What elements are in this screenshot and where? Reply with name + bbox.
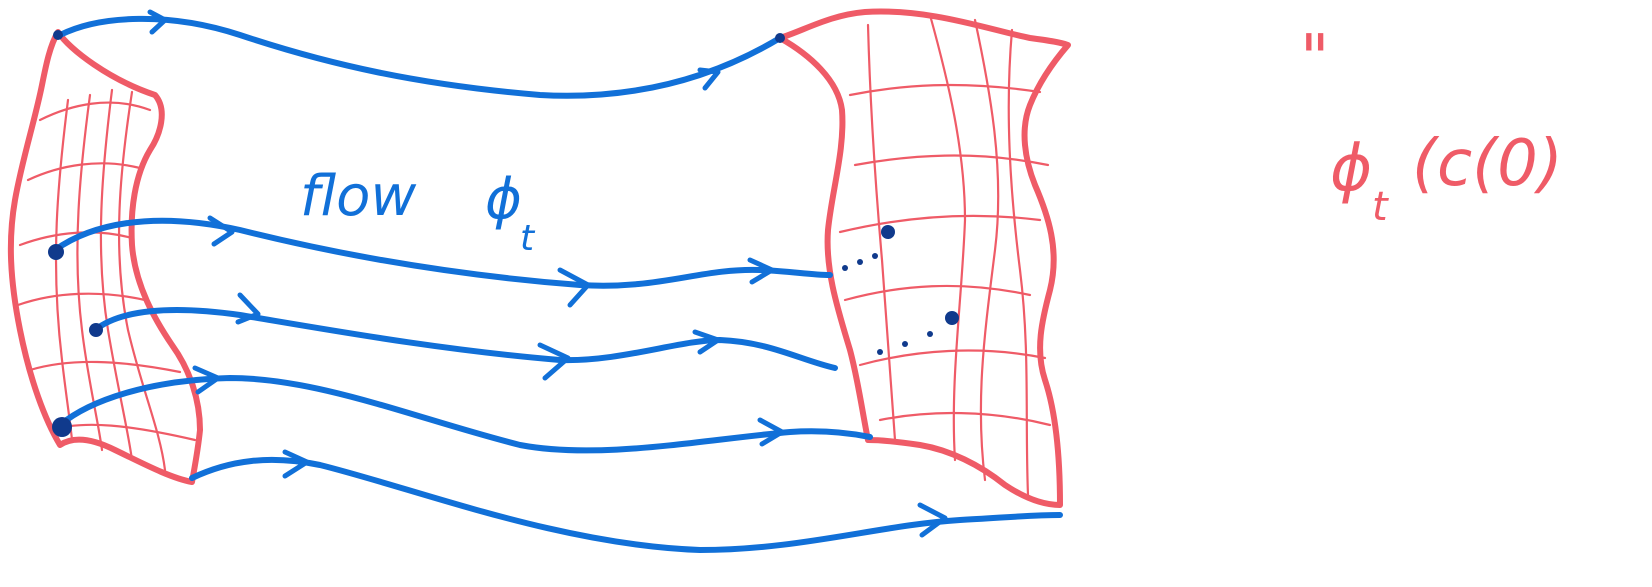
source-point [89, 323, 103, 337]
source-grid-line [101, 90, 132, 460]
image-label: " ϕ t (c(0) [1300, 22, 1563, 230]
image-point [775, 33, 785, 43]
image-grid-line [880, 413, 1050, 425]
ellipsis-dot [842, 265, 848, 271]
image-grid-line [855, 156, 1048, 165]
flow-line [55, 221, 830, 286]
flow-subscript-label: t [520, 218, 536, 259]
ellipsis-dot [872, 253, 878, 259]
flow-label: flow ϕ t [300, 164, 536, 259]
image-grid-line [850, 85, 1040, 95]
source-point [48, 244, 64, 260]
flow-line [95, 310, 835, 368]
source-surface [11, 32, 200, 482]
equals-mark: " [1300, 22, 1329, 96]
image-symbol-label: ϕ [1330, 132, 1372, 206]
flow-line [60, 378, 870, 450]
source-point [52, 417, 72, 437]
flow-symbol-label: ϕ [485, 167, 522, 232]
source-grid-line [77, 95, 102, 450]
image-grid-line [840, 216, 1040, 232]
flow-line [192, 460, 1060, 550]
image-grid-line [975, 20, 998, 480]
ellipsis-dot [857, 259, 863, 265]
image-grid-line [930, 15, 965, 460]
image-point [945, 311, 959, 325]
source-grid-line [56, 100, 72, 440]
source-surface-outline [11, 32, 200, 482]
image-grid-line [845, 286, 1030, 300]
flow-line [60, 19, 780, 96]
source-grid-line [30, 362, 180, 372]
source-point [53, 30, 63, 40]
source-grid-line [18, 294, 145, 305]
flow-lines [55, 12, 1060, 550]
image-point [881, 225, 895, 239]
ellipsis-dot [877, 349, 883, 355]
image-subscript-label: t [1372, 184, 1389, 230]
ellipsis-dot [902, 341, 908, 347]
ellipsis-dot [927, 331, 933, 337]
flow-arrow [210, 218, 232, 244]
flow-word-label: flow [300, 164, 416, 229]
image-argument-label: (c(0) [1412, 127, 1563, 201]
source-grid-line [28, 163, 140, 180]
flow-arrow [700, 70, 718, 88]
source-grid-line [40, 103, 150, 120]
image-grid-line [1009, 30, 1028, 495]
